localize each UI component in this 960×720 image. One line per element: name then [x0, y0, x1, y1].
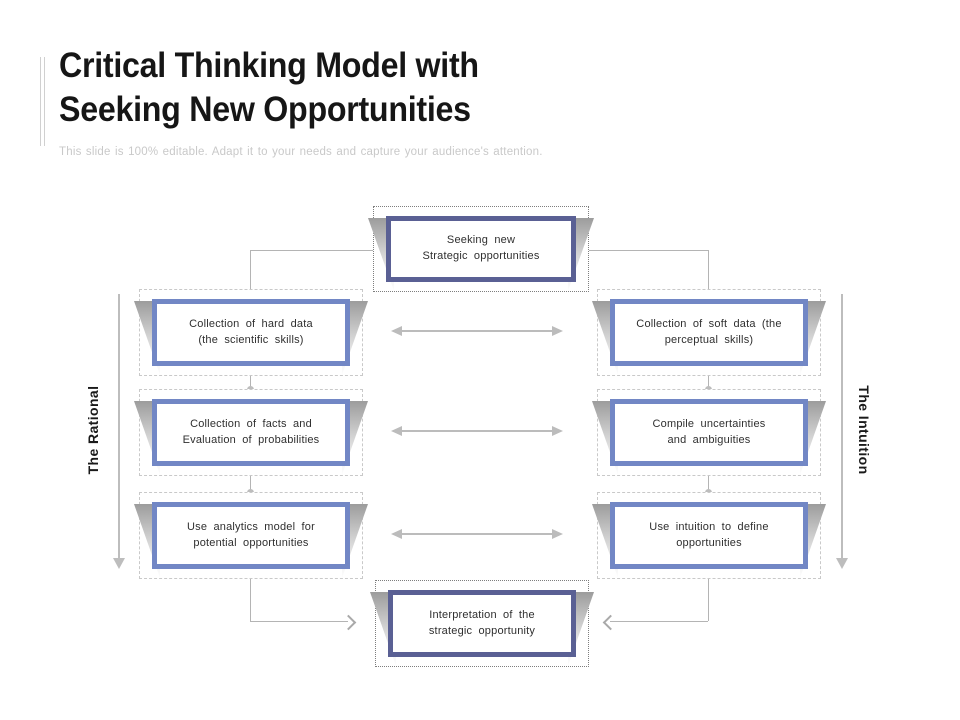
title-line-1: Critical Thinking Model with: [59, 46, 479, 85]
left-down-arrow: [113, 294, 125, 569]
double-arrow: [391, 426, 563, 436]
connector-line: [250, 250, 373, 251]
connector-line: [610, 621, 708, 622]
connector-line: [250, 577, 251, 621]
subtitle: This slide is 100% editable. Adapt it to…: [59, 146, 543, 158]
title-line-2: Seeking New Opportunities: [59, 90, 471, 129]
arrowhead-right-icon: [340, 614, 357, 631]
title-accent-line: [40, 57, 41, 146]
box-text: Compile uncertainties and ambiguities: [610, 399, 808, 466]
box-analytics-model: Use analytics model for potential opport…: [134, 492, 368, 579]
connector-line: [250, 250, 251, 289]
connector-line: [708, 250, 709, 289]
right-axis-label: The Intuition: [856, 385, 872, 475]
box-text: Use analytics model for potential opport…: [152, 502, 350, 569]
box-collection-facts: Collection of facts and Evaluation of pr…: [134, 389, 368, 476]
right-down-arrow: [836, 294, 848, 569]
box-text: Use intuition to define opportunities: [610, 502, 808, 569]
left-axis-label: The Rational: [85, 385, 101, 475]
box-use-intuition: Use intuition to define opportunities: [592, 492, 826, 579]
connector-line: [587, 250, 708, 251]
box-text: Collection of soft data (the perceptual …: [610, 299, 808, 366]
box-text: Seeking new Strategic opportunities: [386, 216, 576, 282]
box-text: Collection of hard data (the scientific …: [152, 299, 350, 366]
double-arrow: [391, 529, 563, 539]
box-seeking-new-opportunities: Seeking new Strategic opportunities: [368, 206, 594, 292]
connector-line: [250, 621, 348, 622]
arrowhead-left-icon: [602, 614, 619, 631]
connector-line: [708, 577, 709, 621]
box-collection-hard-data: Collection of hard data (the scientific …: [134, 289, 368, 376]
box-collection-soft-data: Collection of soft data (the perceptual …: [592, 289, 826, 376]
box-interpretation: Interpretation of the strategic opportun…: [370, 580, 594, 667]
title-accent-line: [44, 57, 45, 146]
box-text: Collection of facts and Evaluation of pr…: [152, 399, 350, 466]
connector-line: [708, 474, 709, 492]
double-arrow: [391, 326, 563, 336]
box-compile-uncertainties: Compile uncertainties and ambiguities: [592, 389, 826, 476]
connector-line: [708, 374, 709, 389]
connector-line: [250, 374, 251, 389]
box-text: Interpretation of the strategic opportun…: [388, 590, 576, 657]
connector-line: [250, 474, 251, 492]
page-title: Critical Thinking Model with Seeking New…: [59, 44, 479, 132]
